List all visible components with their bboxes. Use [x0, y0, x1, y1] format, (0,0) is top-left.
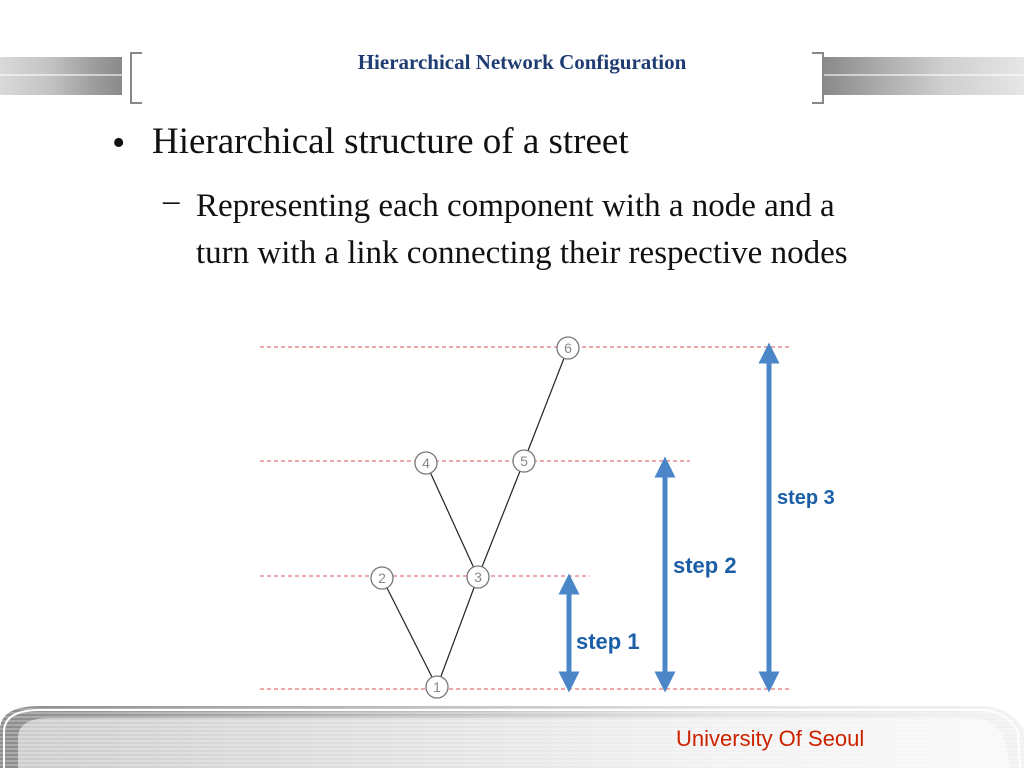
node-5-label: 5 — [520, 453, 528, 469]
link-1-3 — [436, 576, 479, 688]
title-bracket-left — [130, 52, 142, 104]
node-1-label: 1 — [433, 679, 441, 695]
header-decoration-right — [824, 57, 1024, 95]
slide-title: Hierarchical Network Configuration — [357, 50, 687, 74]
link-3-4 — [425, 462, 479, 578]
link-1-2 — [381, 577, 438, 688]
node-4: 4 — [414, 451, 438, 475]
node-6: 6 — [556, 336, 580, 360]
link-3-5 — [477, 460, 525, 578]
node-2: 2 — [370, 566, 394, 590]
sub-bullet-text: Representing each component with a node … — [196, 188, 848, 271]
node-1: 1 — [425, 675, 449, 699]
title-bracket-right — [812, 52, 824, 104]
step-1-label: step 1 — [576, 629, 640, 654]
footer-band — [0, 706, 1024, 768]
node-3-label: 3 — [474, 569, 482, 585]
footer-institution: University Of Seoul — [676, 726, 865, 751]
node-5: 5 — [512, 449, 536, 473]
node-2-label: 2 — [378, 570, 386, 586]
link-5-6 — [523, 347, 569, 462]
node-4-label: 4 — [422, 455, 430, 471]
bullet-text: Hierarchical structure of a street — [152, 121, 629, 162]
step-2-label: step 2 — [673, 553, 737, 578]
sub-bullet-marker: – — [163, 183, 180, 219]
bullet-marker: • — [112, 122, 126, 164]
header-decoration-left — [0, 57, 122, 95]
node-6-label: 6 — [564, 340, 572, 356]
node-3: 3 — [466, 565, 490, 589]
step-3-label: step 3 — [777, 487, 835, 509]
